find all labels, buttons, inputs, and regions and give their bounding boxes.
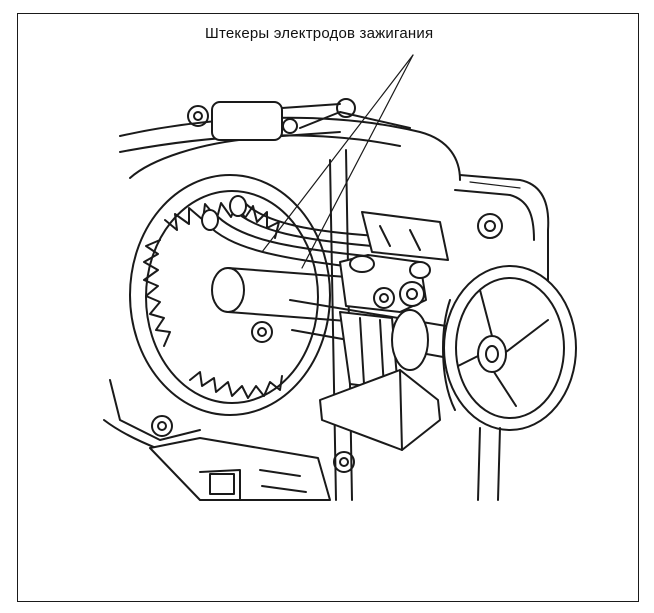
leader-lines xyxy=(261,54,414,269)
figure-frame xyxy=(17,13,639,602)
electrode-plug-1 xyxy=(201,209,219,231)
ignition-cables xyxy=(201,195,379,269)
callout-label: Штекеры электродов зажигания xyxy=(205,25,434,42)
leader-line-2 xyxy=(301,54,414,269)
control-box xyxy=(149,437,331,501)
nozzle-assembly xyxy=(319,309,441,451)
burner-housing xyxy=(103,111,550,501)
electrode-plug-2 xyxy=(229,195,247,217)
electrode-bracket xyxy=(339,211,449,313)
leader-line-1 xyxy=(261,54,414,253)
adjustment-handwheel xyxy=(442,265,577,501)
top-hinge xyxy=(187,98,356,141)
casing-bolts xyxy=(151,213,503,473)
fan-wheel xyxy=(129,174,331,416)
